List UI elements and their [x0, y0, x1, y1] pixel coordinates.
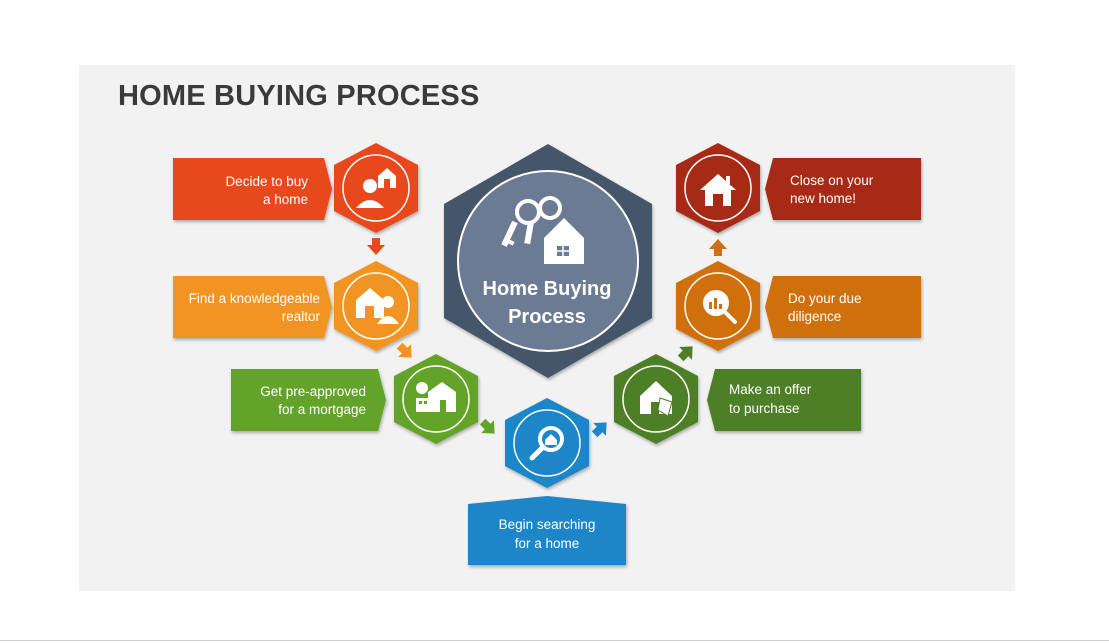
arrow-up-right-icon: [677, 346, 693, 362]
house-keys-icon: [501, 196, 584, 264]
step-label-line1: Decide to buy: [225, 174, 308, 189]
page-title: HOME BUYING PROCESS: [118, 80, 480, 112]
step-close-on-home: Close on your new home!: [676, 143, 921, 233]
step-ring: [684, 272, 752, 340]
step-label-line1: Make an offer: [729, 382, 812, 397]
step-ring: [513, 409, 581, 477]
step-decide-to-buy: Decide to buy a home: [173, 143, 418, 233]
step-ring: [684, 154, 752, 222]
step-label-box: [231, 369, 386, 431]
person-house-icon: [356, 168, 396, 208]
search-house-icon: [529, 426, 564, 461]
step-label-line1: Find a knowledgeable: [189, 291, 320, 306]
step-make-offer: Make an offer to purchase: [614, 354, 861, 444]
arrow-down-right-icon: [396, 342, 412, 358]
step-label-box: [468, 496, 626, 565]
step-label-line2: realtor: [282, 309, 321, 324]
step-label-line1: Close on your: [790, 173, 874, 188]
step-label-line1: Do your due: [788, 291, 862, 306]
step-label-line2: for a mortgage: [278, 402, 366, 417]
arrow-down-right-icon: [479, 418, 495, 434]
step-label-line1: Begin searching: [499, 517, 596, 532]
arrow-down-icon: [367, 238, 385, 255]
center-title-line1: Home Buying: [483, 278, 612, 300]
center-hub: Home Buying Process: [444, 144, 652, 378]
step-label-line1: Get pre-approved: [260, 384, 366, 399]
step-label-box: [173, 276, 332, 338]
step-ring: [622, 365, 690, 433]
step-label-line2: new home!: [790, 191, 856, 206]
magnify-chart-icon: [703, 290, 737, 324]
step-label-box: [765, 158, 921, 220]
step-label-box: [173, 158, 332, 220]
step-label-box: [765, 276, 921, 338]
realtor-house-icon: [356, 288, 399, 324]
step-due-diligence: Do your due diligence: [676, 261, 921, 351]
arrow-up-icon: [709, 239, 727, 256]
step-ring: [402, 365, 470, 433]
arrow-up-right-icon: [591, 422, 607, 438]
step-label-line2: to purchase: [729, 401, 800, 416]
step-label-line2: for a home: [515, 536, 580, 551]
connector-arrows: [367, 238, 727, 438]
step-label-line2: diligence: [788, 309, 841, 324]
step-ring: [342, 272, 410, 340]
house-icon: [700, 174, 736, 206]
divider: [0, 640, 1109, 641]
center-title-line2: Process: [508, 306, 586, 328]
house-tag-icon: [640, 381, 673, 417]
step-label-box: [707, 369, 861, 431]
step-pre-approved: Get pre-approved for a mortgage: [231, 354, 478, 444]
step-find-realtor: Find a knowledgeable realtor: [173, 261, 418, 351]
step-label-line2: a home: [263, 192, 308, 207]
step-begin-searching: Begin searching for a home: [468, 398, 626, 565]
mortgage-house-icon: [416, 382, 456, 412]
step-ring: [342, 154, 410, 222]
